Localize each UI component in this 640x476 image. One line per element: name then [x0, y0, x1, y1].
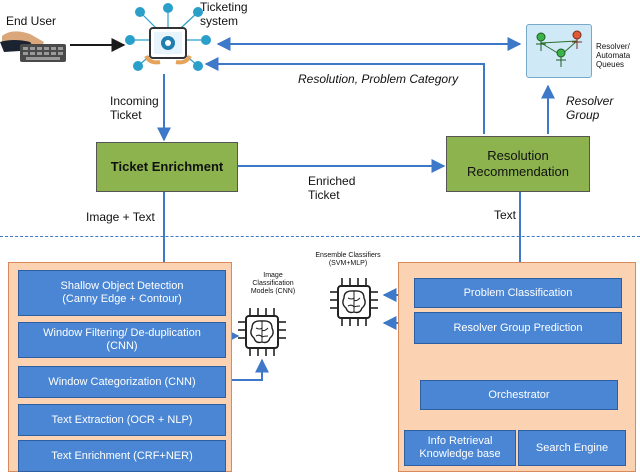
resolver-queues-label: Resolver/ Automata Queues [596, 42, 631, 69]
ticket-enrichment-box: Ticket Enrichment [96, 142, 238, 192]
keyboard-icon [0, 28, 68, 64]
resolver-group-label: Resolver Group [566, 94, 614, 122]
text-label: Text [494, 208, 517, 222]
brain-chip-icon [238, 306, 288, 358]
problem-classification-box: Problem Classification [414, 278, 622, 308]
image-text-label: Image + Text [86, 210, 155, 224]
end-user-label: End User [6, 14, 57, 28]
resolver-group-prediction-box: Resolver Group Prediction [414, 312, 622, 344]
brain-chip-icon [330, 276, 380, 328]
ensemble-classifiers-label: Ensemble Classifiers (SVM+MLP) [315, 252, 381, 267]
search-engine-box: Search Engine [518, 430, 626, 466]
people-network-icon [526, 24, 592, 78]
incoming-ticket-label: Incoming Ticket [110, 94, 159, 122]
shallow-object-detection-box: Shallow Object Detection (Canny Edge + C… [18, 270, 226, 316]
info-retrieval-box: Info Retrieval Knowledge base [404, 430, 516, 466]
resolution-recommendation-box: Resolution Recommendation [446, 136, 590, 192]
resolution-problem-category-label: Resolution, Problem Category [298, 72, 459, 86]
window-filtering-box: Window Filtering/ De-duplication (CNN) [18, 322, 226, 358]
text-enrichment-box: Text Enrichment (CRF+NER) [18, 440, 226, 472]
ticketing-network-icon [120, 2, 216, 78]
orchestrator-box: Orchestrator [420, 380, 618, 410]
text-extraction-box: Text Extraction (OCR + NLP) [18, 404, 226, 436]
separator-line [0, 236, 640, 237]
ticketing-system-label: Ticketing system [200, 0, 248, 28]
window-categorization-box: Window Categorization (CNN) [18, 366, 226, 398]
enriched-ticket-label: Enriched Ticket [308, 174, 356, 202]
image-models-label: Image Classification Models (CNN) [250, 272, 296, 295]
